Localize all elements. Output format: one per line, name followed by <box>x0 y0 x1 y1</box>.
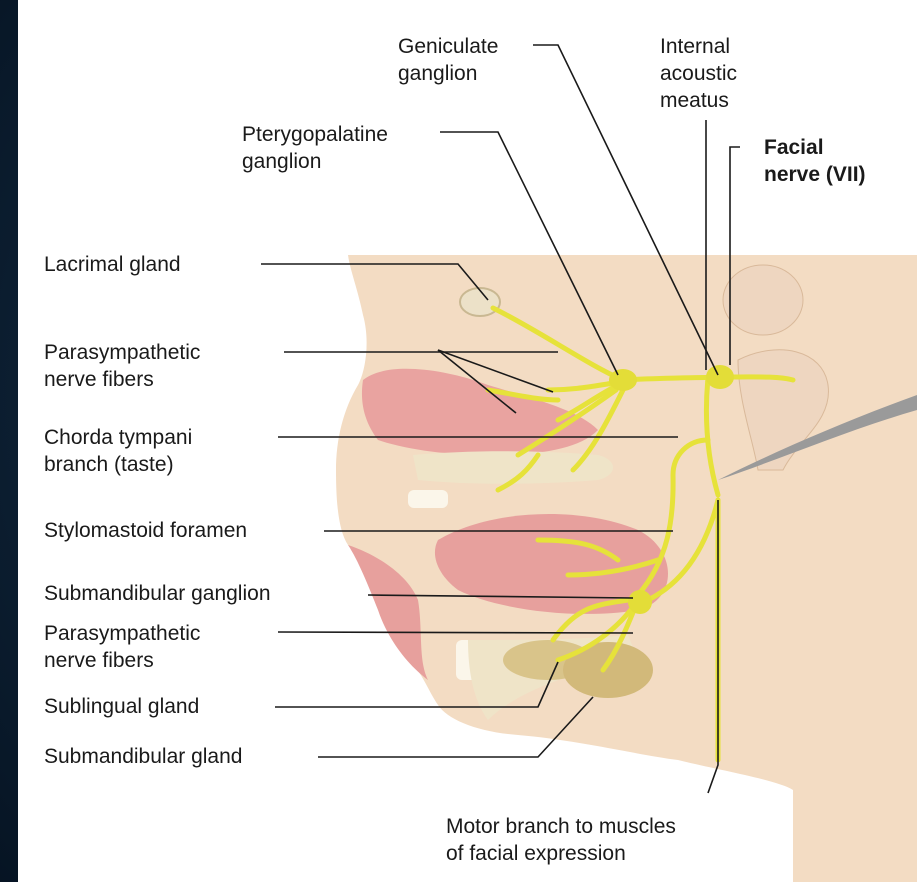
label-line: Pterygopalatine <box>242 121 388 148</box>
label-submandibular-gland: Submandibular gland <box>42 743 244 770</box>
submandibular-ganglion-shape <box>628 590 652 614</box>
pterygopalatine-ganglion-shape <box>609 369 637 391</box>
label-line: Submandibular gland <box>44 743 242 770</box>
label-line: meatus <box>660 87 737 114</box>
label-stylomastoid-foramen: Stylomastoid foramen <box>42 517 249 544</box>
label-line: Stylomastoid foramen <box>44 517 247 544</box>
lacrimal-gland-shape <box>460 288 500 316</box>
geniculate-ganglion-shape <box>706 365 734 389</box>
label-line: nerve (VII) <box>764 161 866 188</box>
label-line: Parasympathetic <box>44 620 200 647</box>
label-line: Sublingual gland <box>44 693 199 720</box>
label-submandibular-ganglion: Submandibular ganglion <box>42 580 273 607</box>
cerebellum <box>723 265 803 335</box>
label-geniculate-ganglion: Geniculate ganglion <box>396 33 500 87</box>
label-line: ganglion <box>398 60 498 87</box>
label-lacrimal-gland: Lacrimal gland <box>42 251 183 278</box>
label-line: of facial expression <box>446 840 676 867</box>
label-line: Lacrimal gland <box>44 251 181 278</box>
label-line: branch (taste) <box>44 451 192 478</box>
label-parasympathetic-fibers-lower: Parasympathetic nerve fibers <box>42 620 202 674</box>
label-pterygopalatine-ganglion: Pterygopalatine ganglion <box>240 121 390 175</box>
label-chorda-tympani: Chorda tympani branch (taste) <box>42 424 194 478</box>
label-line: Motor branch to muscles <box>446 813 676 840</box>
label-line: acoustic <box>660 60 737 87</box>
label-line: ganglion <box>242 148 388 175</box>
label-motor-branch: Motor branch to muscles of facial expres… <box>444 813 678 867</box>
label-facial-nerve: Facial nerve (VII) <box>762 134 868 188</box>
label-parasympathetic-fibers-upper: Parasympathetic nerve fibers <box>42 339 202 393</box>
label-line: Chorda tympani <box>44 424 192 451</box>
label-internal-acoustic-meatus: Internal acoustic meatus <box>658 33 739 114</box>
upper-teeth <box>408 490 448 508</box>
label-line: Parasympathetic <box>44 339 200 366</box>
label-line: Geniculate <box>398 33 498 60</box>
label-line: Submandibular ganglion <box>44 580 271 607</box>
label-line: nerve fibers <box>44 366 200 393</box>
label-line: Internal <box>660 33 737 60</box>
label-line: Facial <box>764 134 866 161</box>
label-sublingual-gland: Sublingual gland <box>42 693 201 720</box>
diagram-panel: Geniculate ganglion Internal acoustic me… <box>18 0 917 882</box>
label-line: nerve fibers <box>44 647 200 674</box>
